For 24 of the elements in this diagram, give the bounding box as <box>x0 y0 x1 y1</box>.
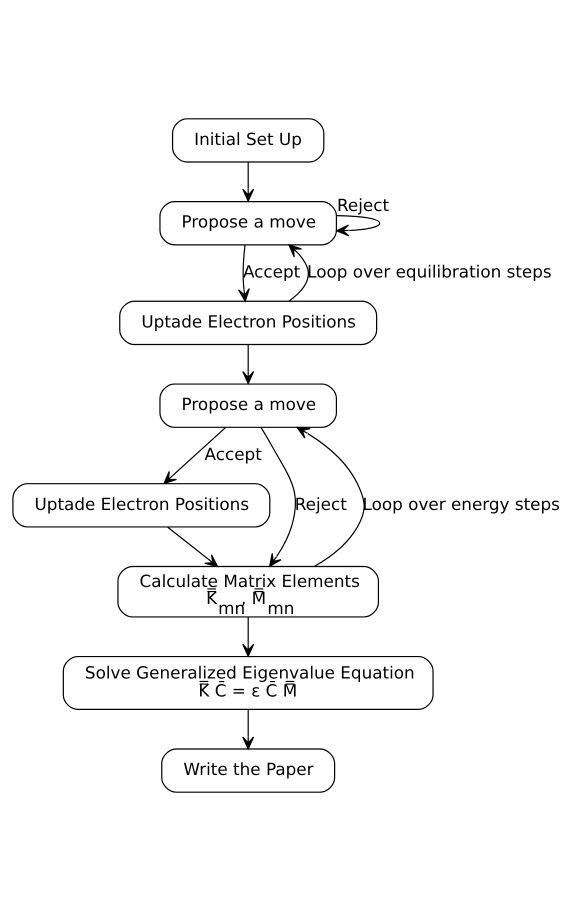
arrow <box>242 617 254 657</box>
arrow <box>238 245 250 302</box>
arrow <box>242 344 254 384</box>
edge-label: Accept <box>242 261 300 282</box>
edge-label: Reject <box>294 494 347 514</box>
edge-label: Loop over energy steps <box>362 494 560 514</box>
arrow <box>167 526 218 568</box>
node-box: Propose a move <box>159 201 338 246</box>
node-box: Solve Generalized Eigenvalue Equation K̿ C̄ = ε C̄ M̿ <box>62 656 434 710</box>
edge-label: Reject <box>336 195 390 216</box>
arrow <box>288 244 309 302</box>
node-box: Initial Set Up <box>172 118 324 163</box>
arrow <box>296 426 365 567</box>
arrow <box>260 427 296 567</box>
node-box: Uptade Electron Positions <box>12 483 270 528</box>
node-box: Write the Paper <box>161 748 336 793</box>
node-box: Uptade Electron Positions <box>119 300 378 346</box>
node-box: Propose a move <box>159 383 338 428</box>
arrow <box>242 710 254 750</box>
edge-label: Loop over equilibration steps <box>307 261 552 282</box>
edge-label: Accept <box>204 444 262 464</box>
arrow <box>336 215 380 236</box>
arrow <box>163 427 226 484</box>
arrow <box>242 162 254 202</box>
